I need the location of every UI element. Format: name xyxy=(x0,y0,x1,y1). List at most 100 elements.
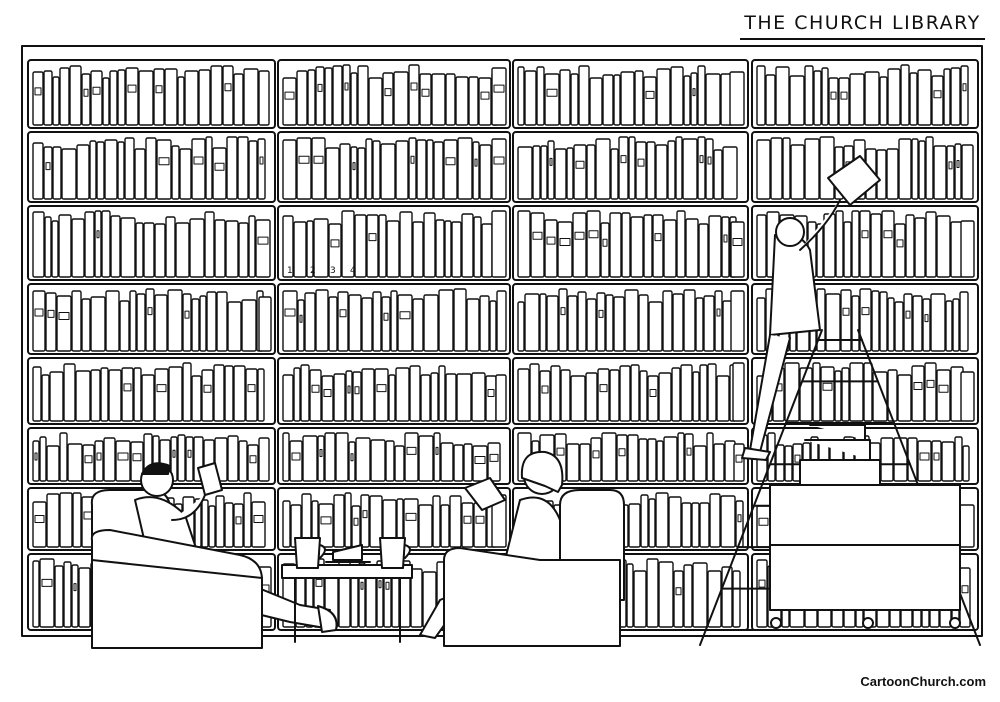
book-spine xyxy=(789,75,805,126)
book-spine xyxy=(628,136,636,200)
book-spine xyxy=(282,290,298,352)
book-spine xyxy=(656,440,664,482)
book-spine xyxy=(71,564,79,628)
book-spine xyxy=(709,493,721,548)
book-spine xyxy=(75,370,91,422)
book-spine xyxy=(32,71,44,126)
book-spine xyxy=(395,140,409,200)
book-spine xyxy=(361,297,373,352)
book-spine xyxy=(586,144,596,200)
librarian-head xyxy=(775,217,805,247)
book-spine xyxy=(825,293,841,352)
book-spine xyxy=(547,140,555,200)
book-spine xyxy=(432,495,441,548)
book-cart xyxy=(769,424,961,629)
book-spine xyxy=(90,296,106,352)
left-armchair-arm xyxy=(91,559,263,579)
book-spine xyxy=(125,67,139,126)
book-spine xyxy=(426,139,434,200)
book-spine xyxy=(56,295,72,352)
book-spine xyxy=(332,65,343,126)
book-spine xyxy=(663,219,677,278)
book-spine xyxy=(859,210,871,278)
book-spine xyxy=(32,290,46,352)
book-spine xyxy=(849,362,864,422)
book-spine xyxy=(44,216,52,278)
book-spine xyxy=(570,73,579,126)
book-spine xyxy=(630,216,644,278)
book-spine xyxy=(961,144,974,200)
man-arm xyxy=(171,494,206,521)
book-spine xyxy=(767,432,776,482)
book-spine xyxy=(871,290,880,352)
shelf-compartment xyxy=(512,59,749,129)
book-spine xyxy=(101,210,111,278)
book-spine xyxy=(360,494,370,548)
book-spine xyxy=(713,443,725,482)
book-spine xyxy=(365,138,373,200)
book-spine xyxy=(959,291,969,352)
book-spine xyxy=(282,374,294,422)
book-spine xyxy=(248,215,256,278)
book-spine xyxy=(309,369,322,422)
book-spine xyxy=(840,289,852,352)
book-spine xyxy=(328,296,338,352)
book-spine xyxy=(828,77,839,126)
book-spine xyxy=(634,70,644,126)
book-spine xyxy=(109,70,118,126)
book-spine xyxy=(893,437,908,482)
book-spine xyxy=(596,292,606,352)
book-spine xyxy=(578,65,590,126)
credit-link[interactable]: CartoonChurch.com xyxy=(860,674,986,689)
book-spine xyxy=(732,570,741,628)
book-spine xyxy=(491,138,507,200)
book-spine xyxy=(333,494,345,548)
book-spine xyxy=(238,440,248,482)
cart-lower-shelf xyxy=(769,544,961,611)
book-spine xyxy=(529,363,540,422)
book-spine xyxy=(898,138,912,200)
book-spine xyxy=(775,66,790,126)
book-spine xyxy=(466,298,480,352)
book-spine xyxy=(54,565,64,628)
book-spine xyxy=(517,210,531,278)
book-spine xyxy=(165,216,176,278)
book-spine xyxy=(912,295,923,352)
book-spine xyxy=(445,73,456,126)
book-spine xyxy=(540,145,548,200)
book-spine xyxy=(365,571,377,628)
librarian-shoe xyxy=(741,447,771,461)
book-spine xyxy=(756,139,771,200)
book-spine xyxy=(435,219,445,278)
book-spine xyxy=(478,77,492,126)
book-spine xyxy=(804,65,814,126)
book-spine xyxy=(756,297,766,352)
book-spine xyxy=(655,492,669,548)
right-mug-icon xyxy=(379,537,411,569)
book-spine xyxy=(655,144,668,200)
book-spine xyxy=(251,501,266,548)
book-spine xyxy=(51,220,59,278)
book-spine xyxy=(517,368,530,422)
book-spine xyxy=(453,444,464,482)
book-spine xyxy=(78,567,91,628)
book-spine xyxy=(201,369,214,422)
book-spine xyxy=(633,570,647,628)
book-spine xyxy=(215,495,225,548)
book-spine xyxy=(443,139,458,200)
shelf-compartment xyxy=(512,131,749,203)
book-spine xyxy=(258,437,270,482)
book-spine xyxy=(255,219,271,278)
book-spine xyxy=(905,214,915,278)
book-spine xyxy=(382,72,394,126)
book-spine xyxy=(962,445,970,482)
book-spine xyxy=(707,570,722,628)
book-spine xyxy=(536,66,545,126)
book-spine xyxy=(560,369,571,422)
book-spine xyxy=(32,142,44,200)
book-spine xyxy=(258,296,272,352)
book-spine xyxy=(296,137,312,200)
book-spine xyxy=(324,432,336,482)
shelf-compartment xyxy=(751,357,979,425)
book-spine xyxy=(342,64,351,126)
